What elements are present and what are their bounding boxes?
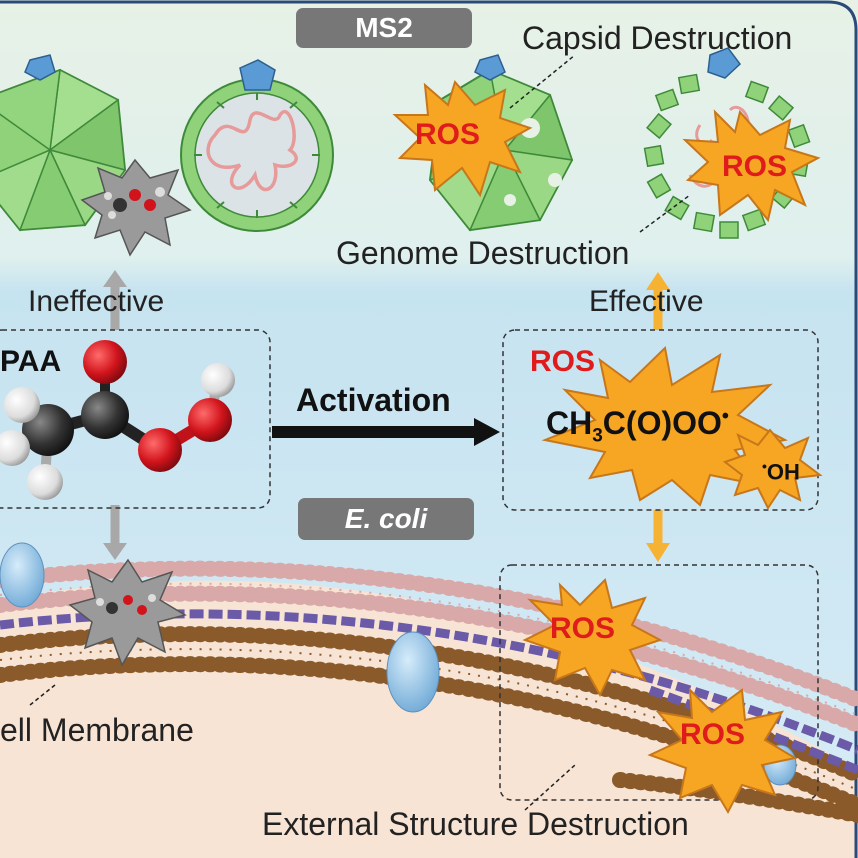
hydroxyl-radical-label: •OH — [762, 458, 800, 485]
hydroxyl-oh: OH — [766, 459, 800, 485]
external-leader-line — [524, 764, 576, 811]
ros-burst-icon — [392, 79, 533, 198]
acetylperoxyl-subscript: 3 — [592, 425, 603, 447]
hydroxyl-dot: • — [762, 458, 767, 474]
capsid-protein-icon — [24, 54, 56, 81]
external-damage-box — [499, 564, 819, 801]
ineffective-label: Ineffective — [28, 285, 165, 318]
ros-label: ROS — [415, 118, 481, 151]
membrane-leader-line — [29, 684, 56, 706]
ros-label: ROS — [550, 612, 616, 645]
membrane-protein-icon — [0, 542, 45, 608]
acetylperoxyl-radical-label: CH3C(O)OO• — [546, 405, 729, 447]
activation-label: Activation — [296, 382, 451, 418]
paa-molecule-icon — [0, 340, 235, 500]
genome-icon — [206, 110, 298, 192]
cell-membrane-label: ell Membrane — [0, 712, 194, 748]
capsid-protein-icon — [239, 59, 276, 91]
radical-burst-icon — [541, 345, 823, 510]
external-structure-label: External Structure Destruction — [262, 806, 689, 842]
ros-burst-icon — [682, 109, 821, 223]
capsid-destruction-label: Capsid Destruction — [522, 20, 793, 56]
genome-leader-line — [639, 194, 691, 233]
membrane-protein-icon — [386, 631, 440, 713]
intact-capsid-icon — [0, 54, 127, 232]
ineffective-burst-icon — [80, 158, 192, 257]
ineffective-burst-icon — [68, 558, 187, 667]
ros-burst-icon — [522, 578, 663, 698]
acetylperoxyl-rest: C(O)OO — [602, 405, 722, 441]
genome-destruction-label: Genome Destruction — [336, 235, 630, 271]
ros-label: ROS — [680, 718, 746, 751]
radical-ros-label: ROS — [530, 345, 596, 378]
acetylperoxyl-ch: CH — [546, 405, 593, 441]
radical-dot: • — [721, 405, 729, 428]
paa-box — [0, 329, 271, 509]
effective-label: Effective — [589, 285, 704, 318]
radicals-box — [502, 329, 819, 511]
ros-burst-icon — [647, 687, 798, 815]
ecoli-badge: E. coli — [298, 498, 474, 540]
ros-label: ROS — [722, 150, 788, 183]
capsid-section-icon — [180, 59, 334, 232]
ms2-badge: MS2 — [296, 8, 472, 48]
paa-label: PAA — [0, 345, 62, 378]
